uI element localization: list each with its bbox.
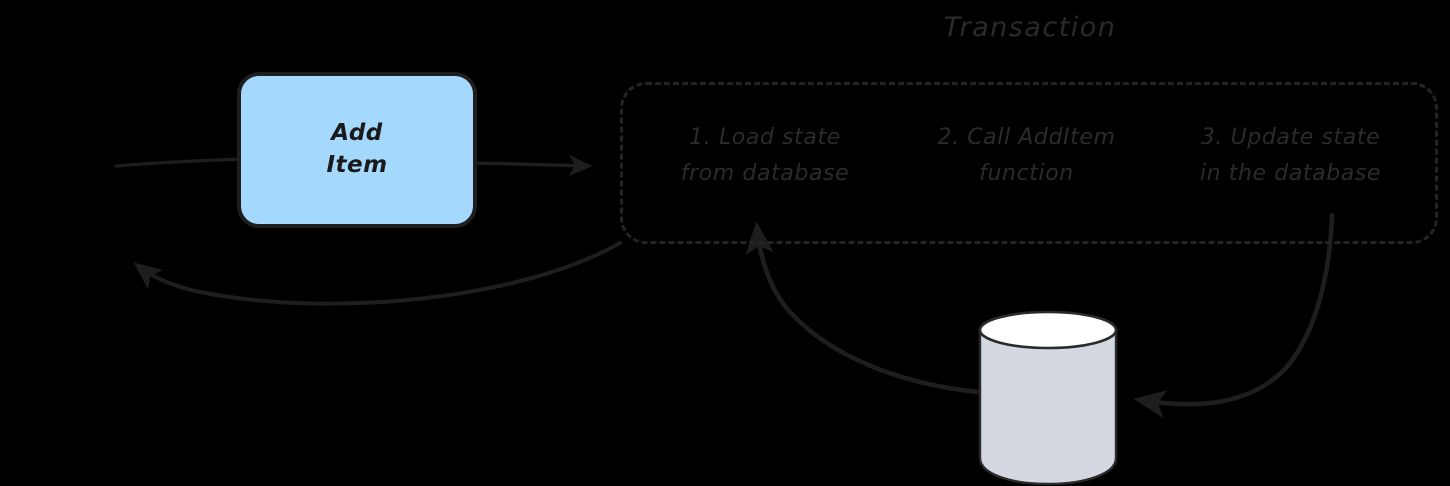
transaction-group-title: Transaction [943,12,1117,43]
transaction-steps: 1. Load state from database 2. Call AddI… [624,120,1434,210]
connector-add-item-to-transaction [475,155,593,176]
database-top [978,310,1118,350]
connector-transaction-to-database [1133,212,1335,419]
database-cylinder[interactable] [978,310,1118,486]
connector-database-to-transaction [745,221,981,395]
transaction-step-3: 3. Update state in the database [1199,125,1382,186]
node-add-item-label: Add Item [326,120,388,178]
connector-transaction-to-left [133,241,622,306]
database-body [978,328,1118,486]
node-add-item[interactable]: Add Item [237,72,477,228]
transaction-step-1: 1. Load state from database [680,125,850,186]
transaction-group-frame [620,82,1438,244]
transaction-step-2: 2. Call AddItem function [937,125,1116,186]
